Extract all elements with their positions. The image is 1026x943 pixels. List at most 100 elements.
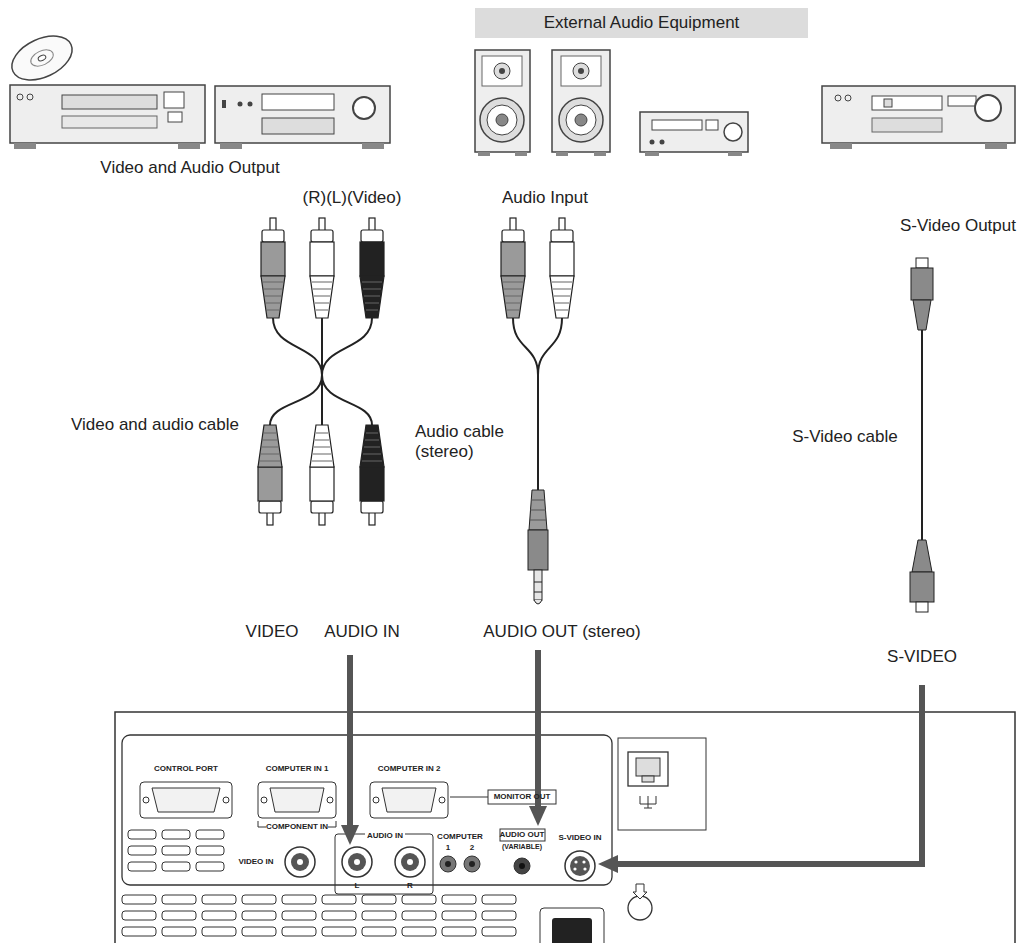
dvd-player-part [14, 143, 36, 149]
connector-name: AUDIO IN [324, 622, 400, 642]
port-label: COMPUTER [437, 832, 483, 841]
vent-slot [242, 927, 276, 936]
speaker-part [573, 63, 589, 79]
projector-panel-part [439, 797, 445, 803]
projector-panel-part [464, 856, 480, 872]
vent-slot [362, 927, 396, 936]
vent-slot [196, 830, 224, 839]
audio-cable-part-part [537, 375, 539, 490]
video-audio-cable [258, 218, 384, 525]
dvd-player-part [17, 94, 23, 100]
projector-panel-part [519, 863, 525, 869]
connection-arrow-part [341, 825, 359, 845]
vent-slot [482, 911, 516, 920]
audio-cable-part-part [513, 318, 538, 375]
vcr-part [220, 143, 242, 149]
s-video-cable-part [916, 258, 928, 268]
disc-icon-part [5, 27, 79, 88]
dvd-player-part [27, 94, 33, 100]
amplifier [640, 112, 748, 156]
projector-panel-part [582, 860, 585, 863]
vent-slot [128, 846, 156, 855]
s-video-device-part [830, 143, 852, 149]
amplifier-part [728, 152, 742, 156]
band-heading: External Audio Equipment [544, 13, 740, 33]
vent-slot [482, 895, 516, 904]
vent-slot [282, 895, 316, 904]
vent-slot [162, 911, 196, 920]
video-audio-cable-part-part [322, 318, 372, 375]
vent-slot [162, 927, 196, 936]
s-video-cable-part [913, 300, 931, 330]
dvd-player-part [168, 112, 182, 122]
vent-slot [322, 911, 356, 920]
connection-arrow-part [598, 855, 618, 873]
video-audio-cable-part [261, 218, 285, 318]
port-label: CONTROL PORT [154, 764, 218, 773]
projector-panel-part [633, 884, 647, 899]
projector-panel-part [469, 861, 475, 867]
speaker-part [556, 152, 568, 156]
audio-cable-part [530, 500, 546, 520]
video-audio-cable-part-part [322, 375, 372, 425]
speaker-part [559, 98, 603, 142]
cable-name: Video and audio cable [71, 415, 239, 435]
s-video-device-part [822, 86, 1015, 143]
projector-panel-part [373, 797, 379, 803]
vent-slot [442, 895, 476, 904]
port-label: COMPUTER IN 2 [378, 764, 441, 773]
port-label: VIDEO IN [238, 857, 273, 866]
speaker-part [552, 50, 610, 152]
connector-name: AUDIO OUT (stereo) [483, 622, 640, 642]
s-video-cable-part [910, 572, 934, 602]
vent-slot [202, 911, 236, 920]
vent-slot [196, 846, 224, 855]
dvd-player-part [10, 85, 205, 143]
s-video-device-part [872, 96, 942, 110]
vent-slot [482, 927, 516, 936]
port-label: COMPONENT IN [266, 822, 328, 831]
amplifier-part [706, 120, 718, 130]
audio-cable [501, 218, 574, 604]
cable-name: Audio cable (stereo) [415, 422, 527, 461]
vent-slot [128, 830, 156, 839]
speaker-part [515, 152, 527, 156]
speaker [552, 50, 610, 156]
projector-panel [115, 712, 1015, 943]
port-label: AUDIO OUT [500, 830, 545, 839]
port-label: AUDIO IN [365, 831, 405, 840]
vent-slot [122, 927, 156, 936]
port-label: S-VIDEO IN [558, 833, 601, 842]
s-video-cable-part [916, 602, 928, 612]
device-caption: Video and Audio Output [100, 158, 279, 178]
speaker-part [499, 68, 505, 74]
s-video-device-part [845, 95, 851, 101]
amplifier-part [645, 152, 659, 156]
audio-cable-part [534, 582, 542, 592]
audio-cable-part [550, 218, 574, 318]
port-label: L [355, 881, 360, 890]
connector-name: VIDEO [246, 622, 299, 642]
vcr-part [353, 97, 375, 119]
speaker-part [496, 114, 508, 126]
heading-band: External Audio Equipment [475, 8, 808, 38]
port-label: 1 [446, 843, 450, 852]
s-video-cable-part [911, 268, 933, 300]
projector-panel-part [642, 776, 654, 782]
s-video-cable [910, 258, 934, 612]
speaker-part [566, 105, 596, 135]
video-audio-cable-part [310, 425, 334, 525]
s-video-device-part [872, 118, 942, 132]
dvd-player-part [178, 143, 200, 149]
projector-panel-part [583, 867, 586, 870]
projector-panel-part [640, 796, 656, 808]
vent-slot [442, 911, 476, 920]
projector-panel-part [395, 847, 425, 877]
s-video-device [822, 86, 1015, 149]
s-video-device-part [884, 99, 892, 107]
port-label: R [407, 881, 413, 890]
projector-panel-part [440, 856, 456, 872]
